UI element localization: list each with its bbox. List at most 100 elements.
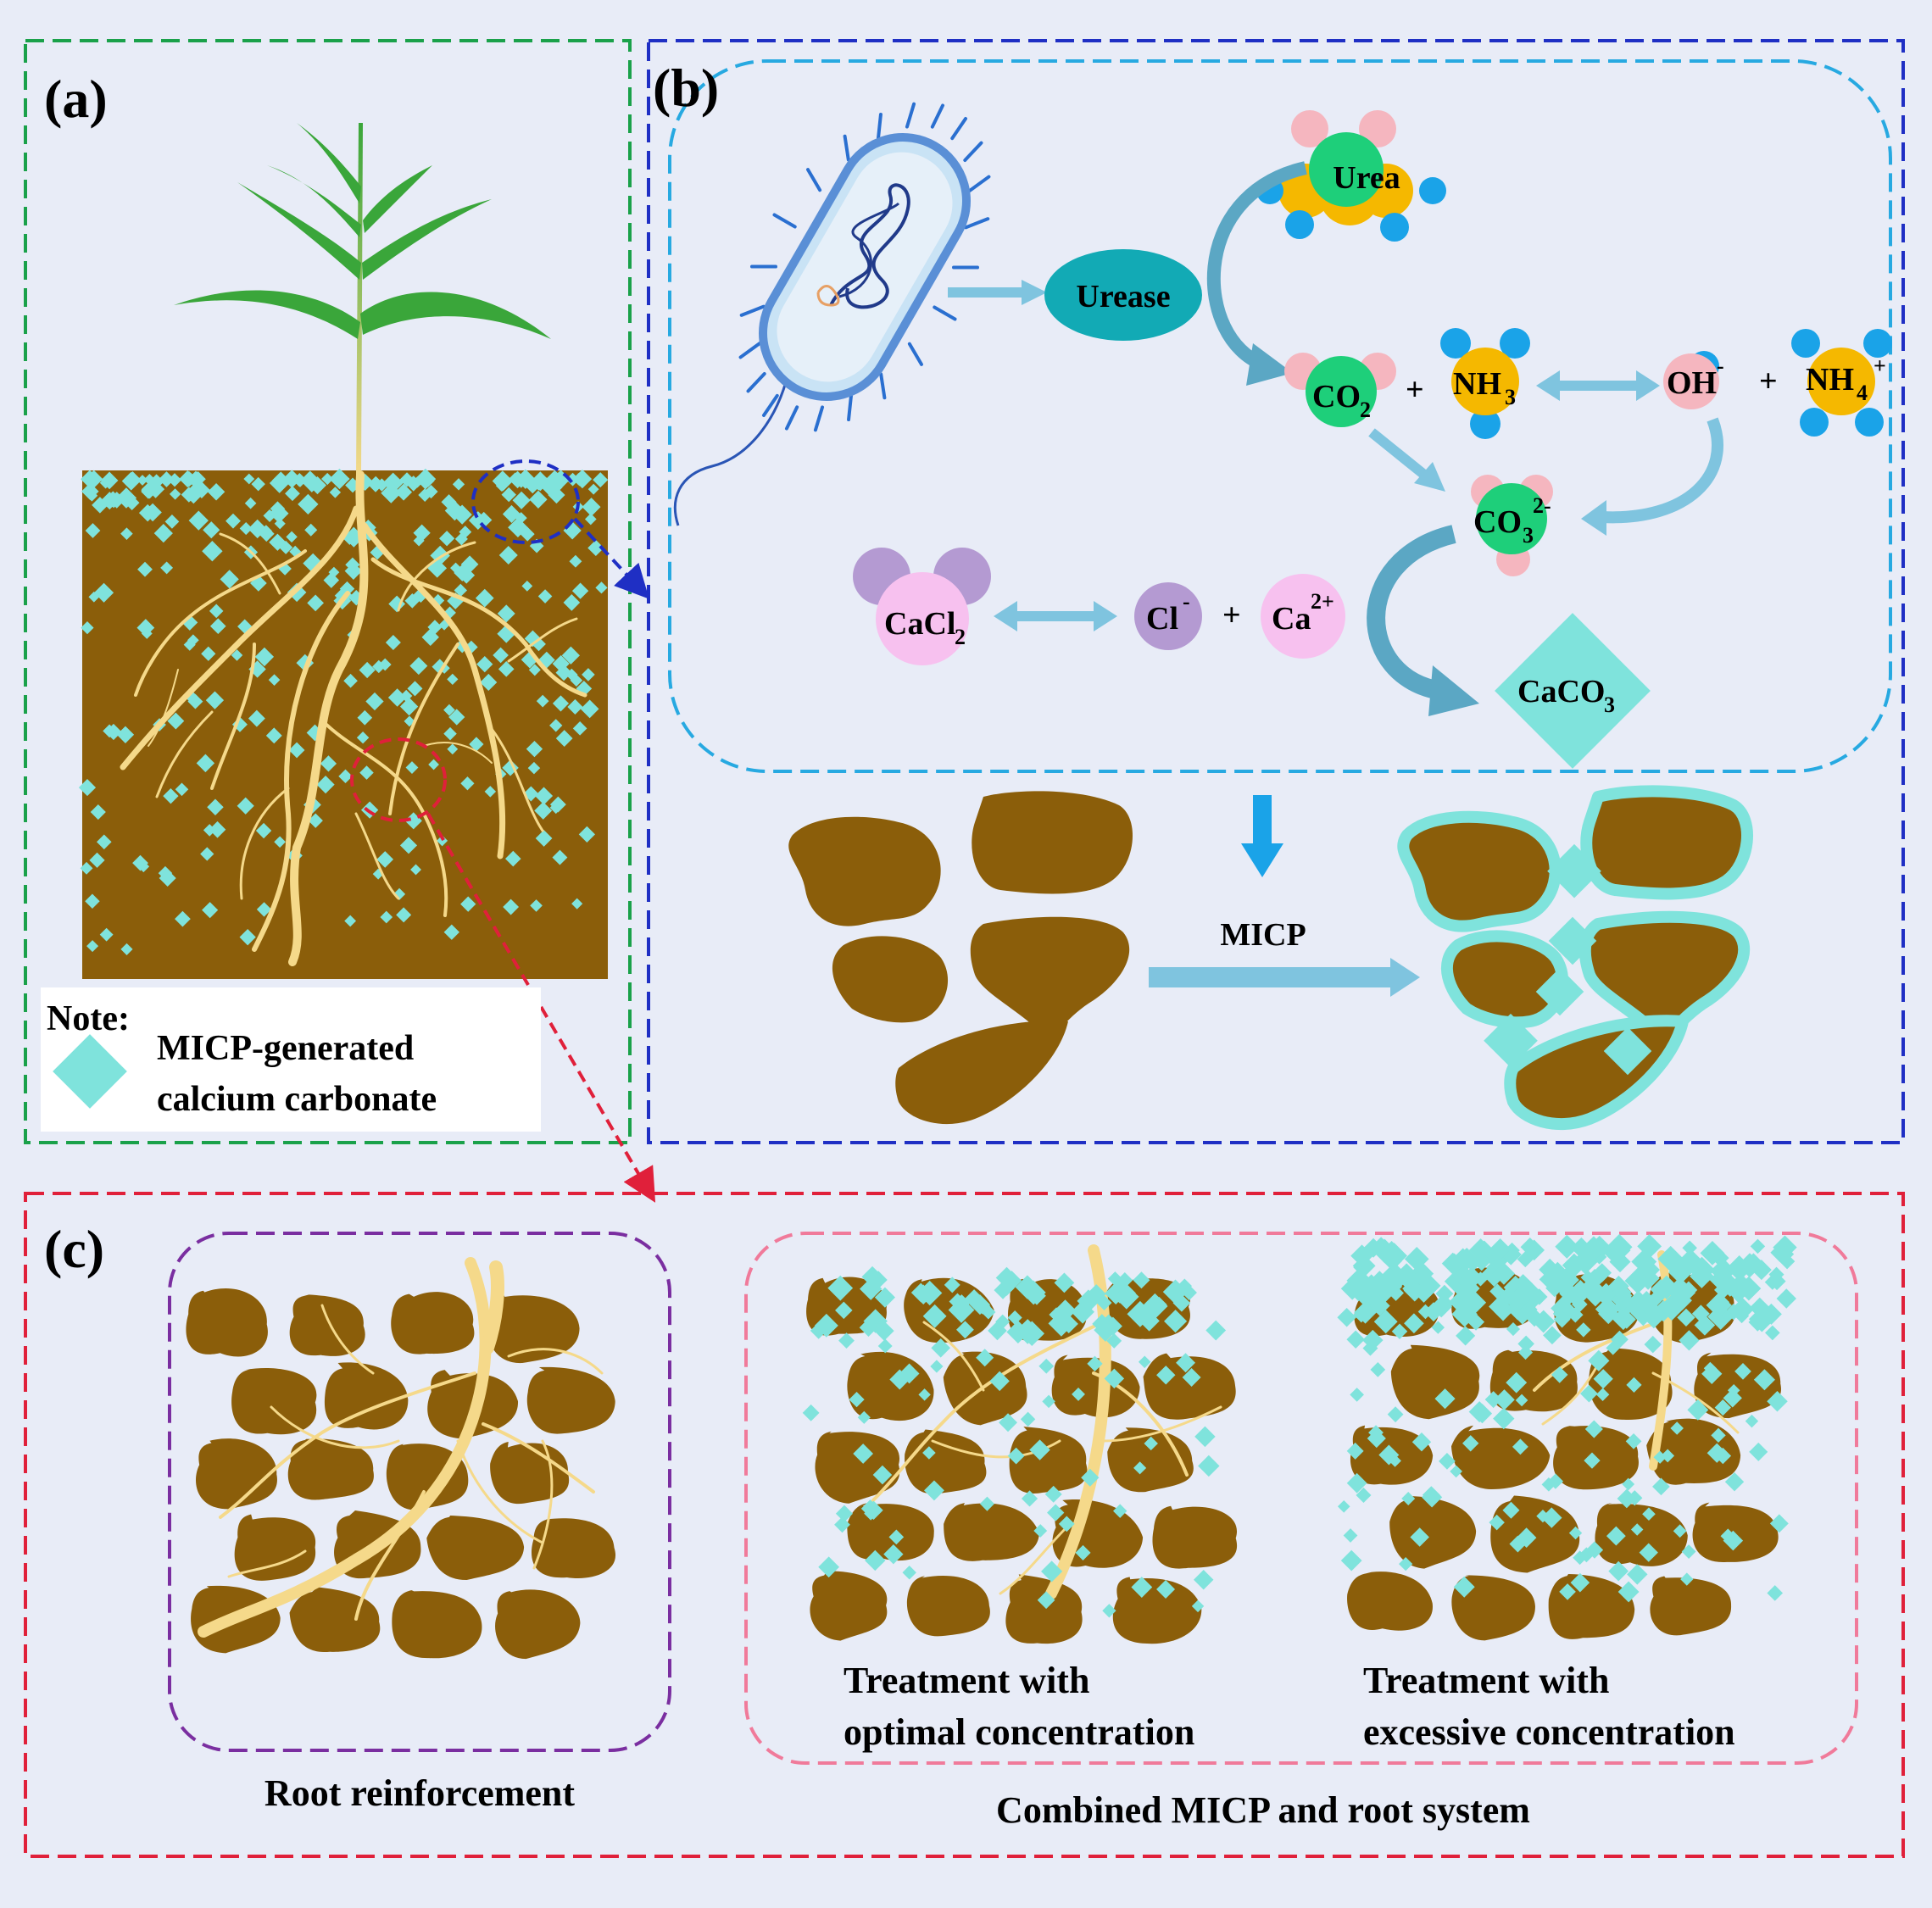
arrowhead: [1581, 500, 1606, 536]
soil-aggregate: [815, 1432, 899, 1504]
urease-label: Urease: [1076, 279, 1170, 314]
svg-text:+: +: [1874, 353, 1886, 378]
soil-aggregate: [905, 1429, 986, 1494]
svg-text:3: 3: [1604, 693, 1615, 717]
double-arrow-nh3-oh: [1536, 370, 1660, 401]
micp-label: MICP: [1220, 917, 1306, 953]
calcite-crystal: [878, 1339, 893, 1354]
calcite-crystal: [1608, 1561, 1629, 1582]
soil-aggregate: [325, 1362, 408, 1429]
flagellum: [741, 343, 760, 357]
urea-label: Urea: [1333, 160, 1400, 196]
soil-aggregate: [290, 1588, 381, 1653]
optimal-treatment-label-line1: Treatment with: [844, 1660, 1089, 1701]
calcite-crystal: [1645, 1336, 1662, 1354]
soil-aggregate: [1113, 1577, 1202, 1644]
svg-text:NH: NH: [1453, 366, 1501, 402]
flagellum: [966, 219, 988, 227]
bacterium: [675, 104, 989, 526]
svg-text:3: 3: [1505, 385, 1516, 409]
svg-text:CO: CO: [1473, 504, 1522, 540]
legend-text-line1: MICP-generated: [157, 1029, 414, 1068]
calcite-crystal: [1456, 1326, 1475, 1345]
soil-aggregate: [532, 1518, 615, 1578]
arrow-co3-to-caco3: [1376, 534, 1454, 691]
calcite-crystal: [1388, 1406, 1404, 1422]
soil-aggregate: [907, 1576, 990, 1636]
flagellum: [845, 136, 849, 160]
calcite-crystal: [1745, 1415, 1758, 1427]
plant: [174, 123, 551, 475]
calcite-crystal: [1350, 1388, 1364, 1402]
soil-aggregate: [290, 1294, 365, 1356]
svg-text:Cl: Cl: [1146, 601, 1178, 637]
flagellum: [965, 143, 981, 160]
flagellum: [881, 375, 884, 398]
flagellum: [970, 177, 989, 191]
svg-text:-: -: [1183, 589, 1190, 614]
plus-sign: +: [1222, 598, 1241, 633]
soil-aggregate: [196, 1438, 277, 1509]
soil-aggregate: [231, 1368, 316, 1434]
root-reinforcement-label: Root reinforcement: [264, 1772, 575, 1814]
calcite-crystal: [1749, 1443, 1768, 1461]
down-arrow: [1241, 795, 1283, 877]
svg-text:CO: CO: [1312, 379, 1361, 414]
soil-aggregate: [1152, 1506, 1237, 1569]
soil-aggregate: [391, 1292, 474, 1354]
soil-aggregate: [426, 1516, 524, 1580]
excessive-treatment-label-line2: excessive concentration: [1363, 1711, 1735, 1753]
leaf: [363, 165, 432, 233]
plus-sign: +: [1759, 364, 1778, 399]
svg-text:2-: 2-: [1533, 493, 1551, 518]
calcite-crystal: [930, 1360, 943, 1372]
flagellum: [910, 344, 921, 364]
calcite-crystal: [1765, 1326, 1780, 1341]
calcite-crystal: [1341, 1550, 1362, 1571]
svg-text:4: 4: [1857, 381, 1868, 405]
leaf: [237, 182, 361, 280]
soil-aggregate: [495, 1589, 580, 1659]
leaf: [297, 123, 361, 203]
soil-aggregate: [1693, 1503, 1779, 1562]
flagellum: [933, 105, 943, 126]
svg-text:3: 3: [1523, 523, 1534, 548]
arrow-micp: [1149, 958, 1420, 997]
calcite-crystal: [1205, 1321, 1226, 1341]
soil-aggregate: [944, 1503, 1039, 1561]
soil-aggregate: [1490, 1495, 1579, 1572]
svg-text:Ca: Ca: [1272, 601, 1311, 637]
flagellum: [774, 215, 794, 227]
calcite-crystal: [1751, 1239, 1765, 1254]
calcite-crystal: [1346, 1330, 1364, 1348]
flagellum: [787, 407, 797, 428]
svg-text:OH: OH: [1667, 365, 1717, 401]
soil-aggregate: [1549, 1574, 1635, 1639]
svg-text:-: -: [1717, 353, 1724, 378]
calcite-crystal: [803, 1405, 820, 1421]
flagellum: [764, 396, 777, 415]
soil-aggregate: [1010, 1427, 1088, 1494]
soil-aggregate: [1451, 1426, 1550, 1489]
legend-title: Note:: [47, 999, 130, 1038]
soil-aggregate: [527, 1367, 615, 1434]
combined-label: Combined MICP and root system: [996, 1789, 1530, 1831]
svg-text:2: 2: [1360, 398, 1371, 422]
soil-aggregate: [392, 1590, 482, 1658]
calcite-crystal: [1038, 1359, 1054, 1374]
double-arrow-cacl2-cl: [994, 601, 1117, 631]
soil-aggregate: [1005, 1574, 1082, 1644]
optimal-treatment-label-line2: optimal concentration: [844, 1711, 1194, 1753]
soil-aggregate: [1650, 1577, 1731, 1636]
flagellum: [907, 104, 914, 127]
svg-text:2+: 2+: [1311, 589, 1334, 614]
calcite-crystal: [1337, 1308, 1356, 1327]
calcite-crystal: [1777, 1288, 1796, 1308]
calcite-crystal: [1370, 1362, 1385, 1377]
arrowhead: [1428, 665, 1479, 716]
leaf: [360, 292, 551, 339]
svg-text:2: 2: [955, 625, 966, 649]
svg-text:CaCl: CaCl: [884, 606, 955, 642]
